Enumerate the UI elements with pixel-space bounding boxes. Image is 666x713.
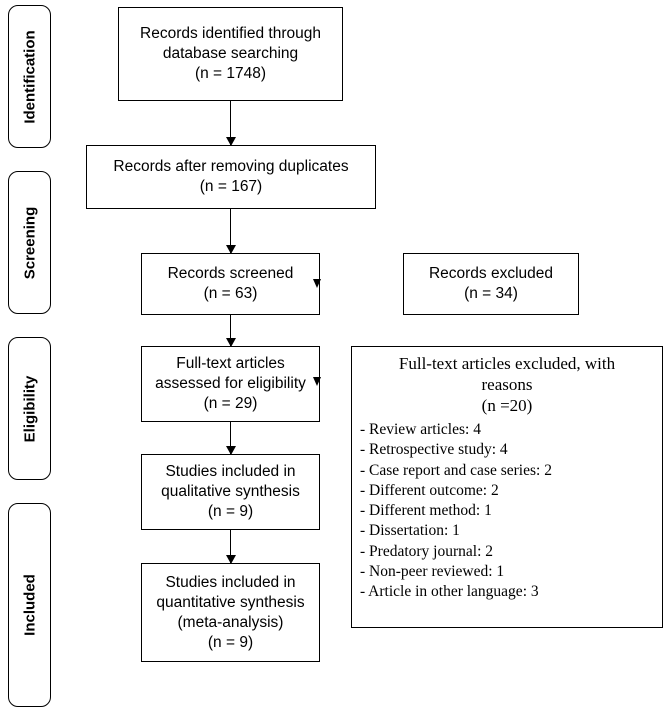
records-identified-count: (n = 1748) <box>194 65 267 82</box>
records-after-duplicates-box: Records after removing duplicates (n = 1… <box>86 145 376 209</box>
fulltext-assessed-count: (n = 29) <box>203 395 258 412</box>
fulltext-excluded-count: (n =20) <box>481 396 533 415</box>
exclusion-reason: - Case report and case series: 2 <box>360 461 552 479</box>
fulltext-excluded-heading-line2: reasons <box>481 375 533 394</box>
arrow-duplicates-to-screened <box>225 209 236 254</box>
quantitative-line2: quantitative synthesis <box>156 593 305 611</box>
arrow-identified-to-duplicates <box>225 101 236 146</box>
fulltext-assessed-box: Full-text articles assessed for eligibil… <box>141 346 320 422</box>
stage-eligibility: Eligibility <box>8 337 51 480</box>
stage-included-label: Included <box>21 574 38 636</box>
arrow-fulltext-to-qualitative <box>225 422 236 455</box>
quantitative-line3: (meta-analysis) <box>177 613 284 631</box>
stage-eligibility-label: Eligibility <box>21 375 38 442</box>
records-screened-line1: Records screened <box>167 265 294 282</box>
quantitative-synthesis-box: Studies included in quantitative synthes… <box>141 563 320 662</box>
exclusion-reason: - Article in other language: 3 <box>360 583 539 601</box>
fulltext-excluded-heading: Full-text articles excluded, with reason… <box>352 353 662 416</box>
fulltext-excluded-heading-line1: Full-text articles excluded, with <box>398 354 616 373</box>
records-identified-line1: Records identified through <box>140 25 321 42</box>
exclusion-reason: - Different method: 1 <box>360 502 492 520</box>
exclusion-reason: - Non-peer reviewed: 1 <box>360 563 505 581</box>
qualitative-line1: Studies included in <box>165 463 296 480</box>
stage-included: Included <box>8 503 51 707</box>
exclusion-reasons-list: - Review articles: 4 - Retrospective stu… <box>352 420 662 603</box>
arrow-screened-to-fulltext <box>225 315 236 347</box>
stage-screening-label: Screening <box>21 206 38 279</box>
records-excluded-count: (n = 34) <box>464 285 518 302</box>
exclusion-reason: - Retrospective study: 4 <box>360 441 508 459</box>
records-screened-box: Records screened (n = 63) <box>141 253 320 315</box>
arrow-qualitative-to-quantitative <box>225 530 236 564</box>
records-excluded-box: Records excluded (n = 34) <box>403 253 579 315</box>
qualitative-line2: qualitative synthesis <box>161 483 300 500</box>
stage-identification: Identification <box>8 5 51 148</box>
exclusion-reason: - Predatory journal: 2 <box>360 542 494 560</box>
fulltext-excluded-box: Full-text articles excluded, with reason… <box>351 346 663 628</box>
after-duplicates-line1: Records after removing duplicates <box>113 158 349 175</box>
quantitative-line1: Studies included in <box>165 573 296 591</box>
qualitative-count: (n = 9) <box>207 503 254 520</box>
fulltext-assessed-line2: assessed for eligibility <box>155 375 306 392</box>
exclusion-reason: - Dissertation: 1 <box>360 522 460 540</box>
after-duplicates-count: (n = 167) <box>199 178 263 195</box>
stage-screening: Screening <box>8 171 51 314</box>
records-screened-count: (n = 63) <box>203 285 258 302</box>
exclusion-reason: - Review articles: 4 <box>360 421 481 438</box>
qualitative-synthesis-box: Studies included in qualitative synthesi… <box>141 454 320 530</box>
quantitative-count: (n = 9) <box>207 633 254 651</box>
records-identified-box: Records identified through database sear… <box>118 7 343 101</box>
exclusion-reason: - Different outcome: 2 <box>360 481 499 499</box>
records-excluded-line1: Records excluded <box>428 265 554 282</box>
records-identified-line2: database searching <box>162 45 299 62</box>
stage-identification-label: Identification <box>21 29 38 124</box>
fulltext-assessed-line1: Full-text articles <box>176 355 285 372</box>
